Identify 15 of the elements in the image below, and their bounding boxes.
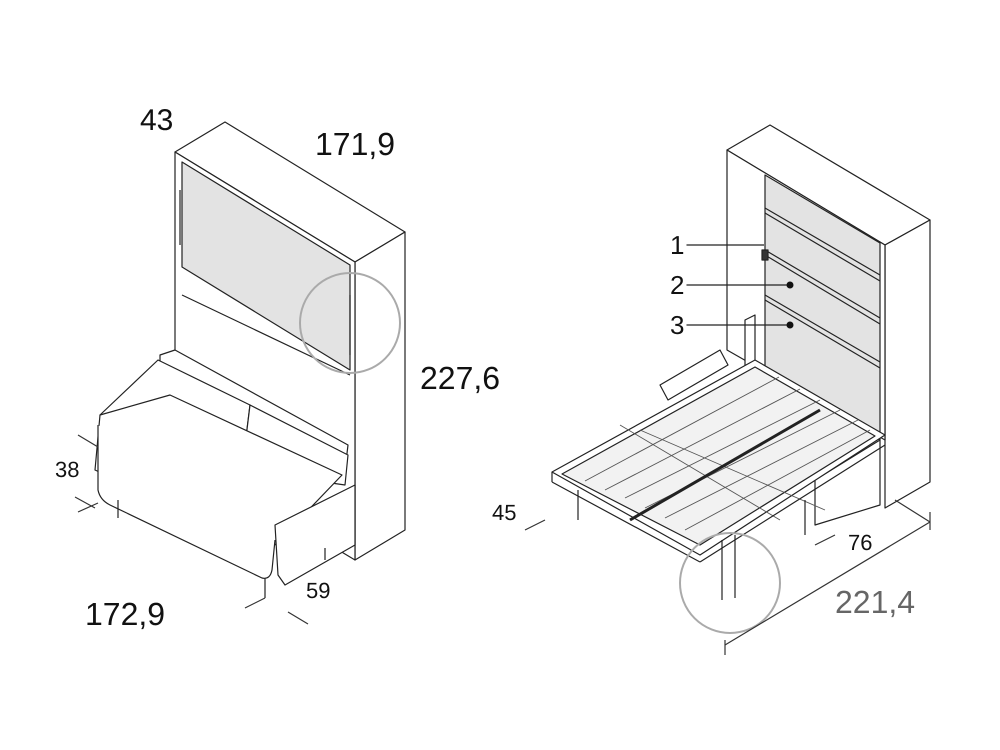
- dimension-label: 76: [848, 532, 872, 554]
- callout-number: 1: [670, 232, 684, 258]
- callout-number: 2: [670, 272, 684, 298]
- dimension-label: 172,9: [85, 598, 166, 630]
- leader-line: [686, 244, 764, 246]
- dimension-label: 43: [140, 106, 174, 136]
- leader-line: [686, 322, 794, 328]
- dimension-label: 45: [492, 502, 516, 524]
- callout-number: 3: [670, 312, 684, 338]
- dimension-label: 38: [55, 459, 80, 481]
- dimension-label: 59: [306, 580, 330, 602]
- dimension-label: 227,6: [420, 362, 500, 394]
- leader-line: [686, 282, 794, 288]
- dimension-label: 221,4: [835, 586, 916, 618]
- dimension-label: 171,9: [315, 128, 396, 160]
